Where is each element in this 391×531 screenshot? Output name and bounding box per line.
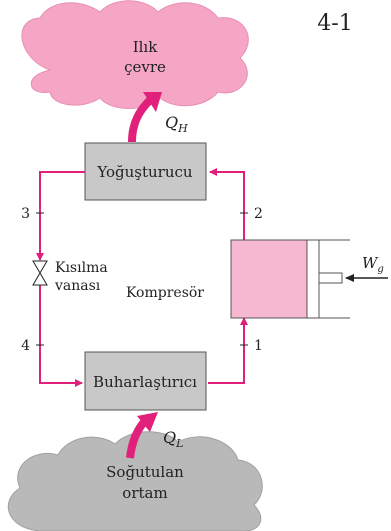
throttle-valve-line1: Kısılma: [55, 260, 108, 276]
throttle-valve-line2: vanası: [54, 278, 101, 294]
heat-low-label: QL: [163, 428, 183, 450]
warm-env-line1: Ilık: [133, 38, 159, 56]
cold-env-line1: Soğutulan: [106, 463, 184, 481]
heat-high-arrow: [128, 97, 153, 143]
cold-env-line2: ortam: [122, 484, 167, 502]
cold-environment-cloud: Soğutulan ortam: [7, 431, 263, 531]
refrigerant-loop: [36, 168, 248, 387]
work-input-label: Wg: [362, 254, 384, 275]
compressor-label: Kompresör: [126, 285, 204, 301]
heat-low-arrowhead: [137, 412, 158, 432]
figure-number: 4-1: [317, 11, 352, 36]
heat-high-label: QH: [165, 113, 188, 135]
condenser-label: Yoğuşturucu: [96, 163, 193, 181]
throttle-valve-icon: [32, 260, 48, 286]
state-label-3: 3: [21, 206, 30, 222]
state-ticks: [36, 212, 248, 346]
evaporator-box: [84, 351, 207, 411]
state-label-1: 1: [254, 338, 263, 354]
compressor: [230, 239, 350, 319]
warm-env-line2: çevre: [124, 58, 166, 76]
state-label-4: 4: [21, 338, 30, 354]
warm-environment-cloud: Ilık çevre: [21, 0, 249, 109]
heat-high-arrowhead: [143, 92, 162, 112]
state-label-2: 2: [254, 206, 263, 222]
evaporator-label: Buharlaştırıcı: [93, 373, 197, 391]
